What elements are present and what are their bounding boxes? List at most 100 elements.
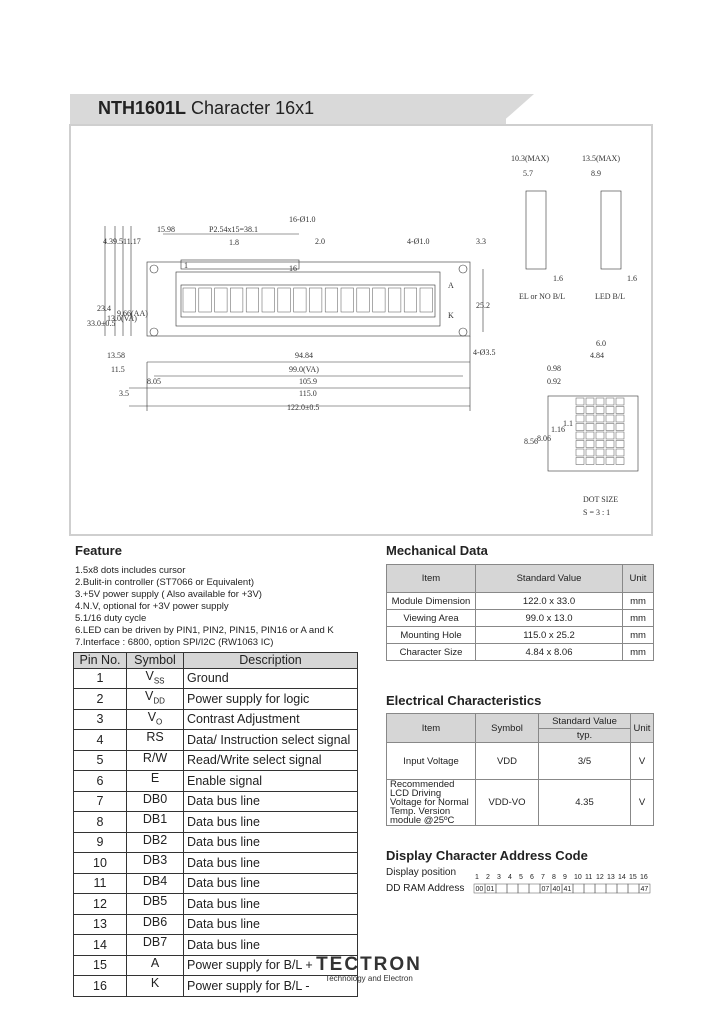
- mech-header-std: Standard Value: [475, 564, 623, 593]
- dot-dim-6-0: 6.0: [596, 339, 606, 348]
- display-position: 15: [629, 874, 637, 881]
- side-led-label: LED B/L: [595, 292, 625, 301]
- char-cell: [182, 287, 196, 313]
- pin-symbol: DB4: [126, 872, 184, 895]
- ddram-cell: [616, 883, 629, 894]
- dot-dim-0-92: 0.92: [547, 377, 561, 386]
- mount-hole-tl: [149, 264, 159, 274]
- dim-3-3: 3.3: [476, 237, 486, 246]
- dot-dim-8-56: 8.56: [524, 437, 538, 446]
- elec-item: Recommended LCD Driving Voltage for Norm…: [386, 779, 476, 826]
- elec-typ: 4.35: [538, 779, 631, 826]
- display-position: 12: [596, 874, 604, 881]
- pin-symbol-sub: SS: [153, 676, 165, 686]
- dim-105-9: 105.9: [299, 377, 317, 386]
- char-cell: [340, 287, 354, 313]
- bezel: [175, 271, 441, 327]
- module-outline: [146, 261, 471, 337]
- dim-9-5: 9.5: [113, 237, 123, 246]
- dim-9-66-aa: 9.66(AA): [117, 309, 148, 318]
- side-view-led: [600, 190, 622, 270]
- pin-1-mark: 1: [184, 261, 188, 270]
- mount-hole-br: [458, 327, 468, 337]
- pin-no: 11: [73, 872, 127, 895]
- dot-cell: [615, 431, 625, 440]
- pin-symbol-main: DB6: [142, 914, 168, 929]
- dot-cell: [575, 448, 585, 457]
- pin-symbol: VSS: [126, 667, 184, 690]
- dim-23-4: 23.4: [97, 304, 111, 313]
- dim-99-0-va: 99.0(VA): [289, 365, 319, 374]
- dim-2-0: 2.0: [315, 237, 325, 246]
- pin-desc: Data bus line: [183, 852, 358, 874]
- pin-symbol-sub: DD: [153, 696, 165, 706]
- dot-cell: [605, 431, 615, 440]
- char-cell: [372, 287, 386, 313]
- pin-16-mark: 16: [289, 264, 297, 273]
- pin-symbol-main: V: [147, 709, 157, 724]
- pin-desc: Enable signal: [183, 770, 358, 792]
- dim-115-0: 115.0: [299, 389, 317, 398]
- dot-cell: [615, 414, 625, 423]
- electrical-table: Item Symbol Standard Value Unit typ. Inp…: [386, 713, 654, 826]
- char-cell: [293, 287, 307, 313]
- dot-cell: [605, 440, 615, 448]
- dot-cell: [585, 457, 595, 465]
- pin-desc: Contrast Adjustment: [183, 708, 358, 731]
- feature-item: 7.Interface : 6800, option SPI/I2C (RW10…: [75, 637, 274, 648]
- dot-cell: [575, 397, 585, 406]
- dot-cell: [605, 423, 615, 431]
- pin-no: 14: [73, 934, 127, 956]
- feature-item: 6.LED can be driven by PIN1, PIN2, PIN15…: [75, 625, 334, 636]
- viewing-area: [180, 284, 436, 318]
- mech-unit: mm: [622, 643, 654, 661]
- pin-symbol: DB1: [126, 811, 184, 833]
- elec-header-unit: Unit: [630, 713, 654, 743]
- dim-11-5: 11.5: [111, 365, 125, 374]
- elec-header-std: Standard Value: [538, 713, 631, 729]
- dot-cell: [585, 431, 595, 440]
- display-position: 11: [585, 874, 592, 881]
- ddram-value: 40: [553, 886, 561, 893]
- pin-symbol-main: RS: [146, 730, 164, 745]
- ddram-cell: [572, 883, 585, 894]
- ddram-cell: [627, 883, 640, 894]
- ddram-label: DD RAM Address: [386, 883, 465, 894]
- ddram-value: 41: [564, 886, 572, 893]
- elec-symbol: VDD: [475, 742, 539, 780]
- dot-cell: [595, 440, 605, 448]
- display-position: 13: [607, 874, 615, 881]
- dot-cell: [575, 406, 585, 414]
- side-view-el: [525, 190, 547, 270]
- pin-desc: Read/Write select signal: [183, 749, 358, 772]
- technical-drawing: 15.98 P2.54x15=38.1 16-Ø1.0 1.8 2.0 4-Ø1…: [69, 124, 653, 536]
- brand-tagline: Technology and Electron: [325, 974, 413, 983]
- pin-symbol-main: K: [150, 976, 160, 991]
- char-cell: [309, 287, 323, 313]
- pin-symbol: VDD: [126, 688, 184, 710]
- pin-symbol-main: DB0: [142, 791, 168, 806]
- dot-size-label: DOT SIZE: [583, 495, 618, 504]
- pin-symbol-main: DB3: [142, 853, 168, 868]
- side-el-max: 10.3(MAX): [511, 154, 549, 163]
- pin-no: 7: [73, 790, 127, 813]
- char-cell: [198, 287, 212, 313]
- dot-cell: [595, 414, 605, 423]
- display-position: 10: [574, 874, 582, 881]
- side-led-inner: 8.9: [591, 169, 601, 178]
- pin-header-no: Pin No.: [73, 652, 127, 669]
- dot-cell: [585, 440, 595, 448]
- char-cell: [356, 287, 370, 313]
- pin-symbol-sub: O: [156, 717, 163, 727]
- mech-item: Module Dimension: [386, 592, 476, 610]
- dim-33-0: 33.0±0.5: [87, 319, 115, 328]
- pin-desc: Data/ Instruction select signal: [183, 729, 358, 751]
